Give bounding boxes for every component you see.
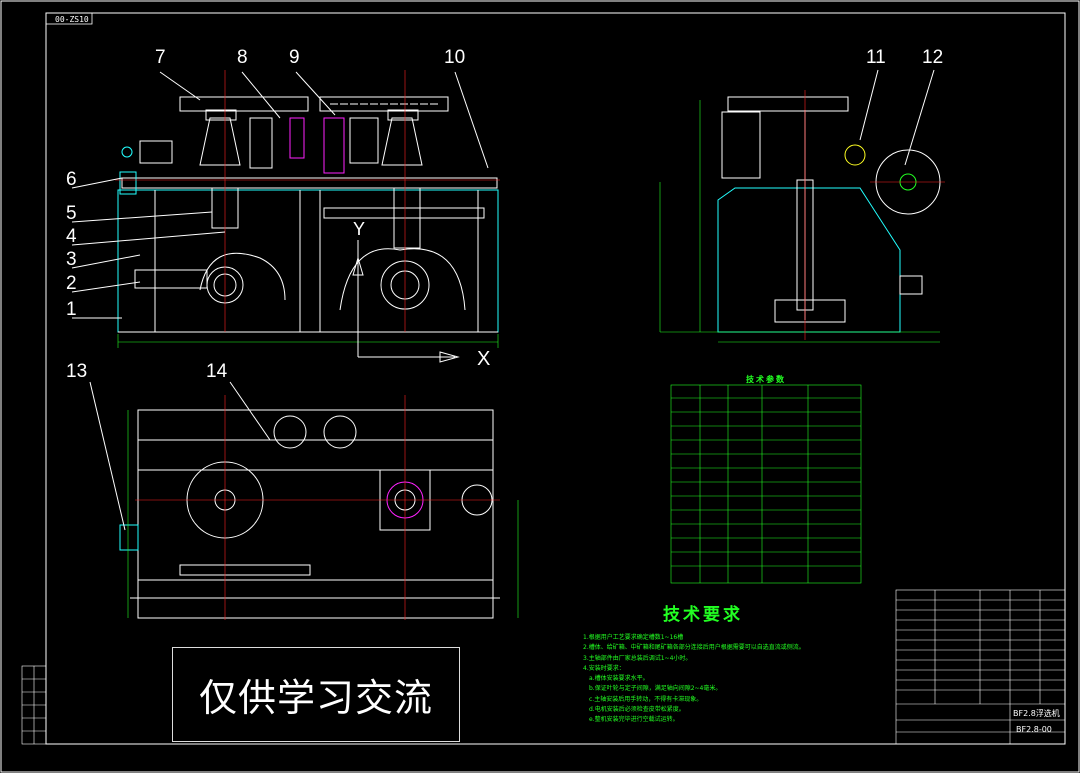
- top-view: [89, 381, 519, 620]
- tech-note: b.保证叶轮与定子间隙，满足轴向间隙2~4毫米。: [589, 685, 722, 693]
- tech-note: 1.根据用户工艺要求确定槽数1~16槽: [583, 634, 684, 641]
- title-block: [895, 589, 1066, 745]
- tech-note: e.整机安装完毕进行空载试运转。: [589, 716, 679, 724]
- technical-params-title: 技术参数: [746, 375, 786, 384]
- front-view: [71, 70, 500, 363]
- watermark-text: 仅供学习交流: [198, 676, 433, 720]
- tech-note: 2.槽体、给矿箱、中矿箱和尾矿箱各部分连接后用户根据需要可以自选直流或侧流。: [583, 644, 805, 652]
- part-label-9: 9: [289, 47, 300, 68]
- drawing-number-box: [45, 12, 93, 25]
- tech-note: 4.安装时要求：: [583, 664, 625, 672]
- part-label-12: 12: [922, 47, 944, 68]
- part-label-3: 3: [66, 249, 77, 270]
- part-label-8: 8: [237, 47, 248, 68]
- part-label-10: 10: [444, 47, 466, 68]
- part-label-5: 5: [66, 203, 77, 224]
- binding-strip: [21, 665, 47, 745]
- tech-requirements-title: 技术要求: [663, 605, 743, 625]
- part-label-14: 14: [206, 361, 228, 382]
- tech-note: d.电机安装后必须检查皮带松紧度。: [589, 706, 685, 714]
- part-label-2: 2: [66, 273, 77, 294]
- technical-parameters-table: [670, 384, 862, 584]
- part-label-6: 6: [66, 169, 77, 190]
- part-label-11: 11: [866, 47, 886, 68]
- part-label-1: 1: [66, 299, 77, 320]
- tech-note: a.槽体安装要求水平。: [589, 675, 649, 683]
- tech-requirements-notes: 1.根据用户工艺要求确定槽数1~16槽 2.槽体、给矿箱、中矿箱和尾矿箱各部分连…: [583, 633, 883, 726]
- drawing-code: BF2.8-00: [1016, 725, 1052, 734]
- tech-note: c.主轴安装后用手转动，不得有卡滞现象。: [589, 695, 703, 703]
- part-label-7: 7: [155, 47, 166, 68]
- drawing-border: [45, 12, 1066, 745]
- tech-note: 3.主轴部件由厂家总装后调试1~4小时。: [583, 654, 692, 662]
- axis-x-label: X: [477, 348, 491, 370]
- axis-y-label: Y: [353, 219, 366, 239]
- part-label-4: 4: [66, 226, 77, 247]
- model-name: BF2.8浮选机: [1013, 709, 1060, 718]
- side-view: [659, 69, 945, 343]
- watermark-box: 仅供学习交流: [172, 647, 460, 742]
- drawing-number: 00-ZS10: [55, 15, 89, 24]
- part-label-13: 13: [66, 361, 88, 382]
